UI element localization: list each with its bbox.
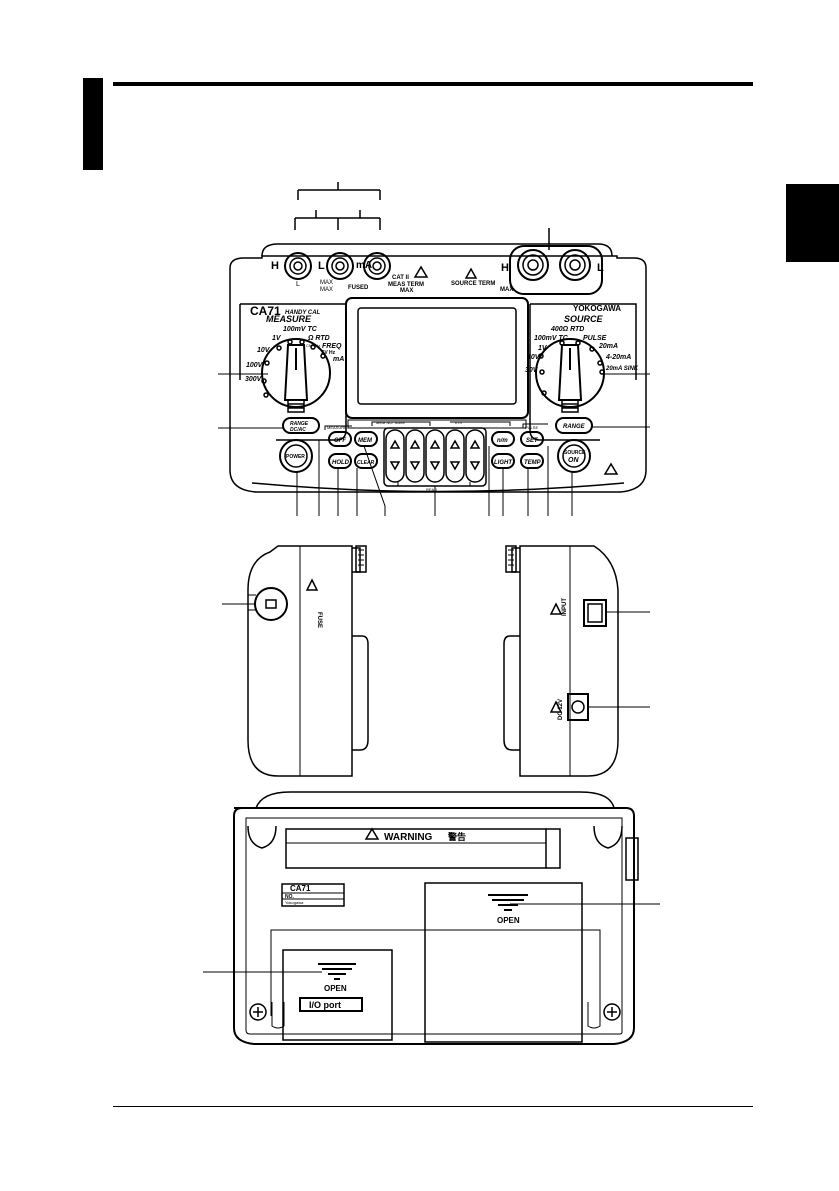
fuse-label: FUSE [316, 612, 322, 628]
source-panel-label: SOURCE [564, 314, 604, 324]
meas-term-label: MEAS TERM [388, 282, 424, 288]
warning-jp-label: 警告 [448, 831, 466, 842]
source-range-20ma-sink: 20mA SINK [605, 366, 639, 372]
jack-ma-label: mA [356, 260, 372, 271]
source-range-4-20ma: 4-20mA [605, 354, 631, 361]
range-left-text: RANGE [290, 421, 309, 427]
jack-l-label: L [318, 260, 325, 272]
temp-text: TEMP [524, 460, 542, 466]
footer-rule [113, 1106, 753, 1107]
measure-range-100v: 100V [246, 362, 264, 369]
source-range-pulse: PULSE [583, 335, 607, 342]
hold-text: HOLD [332, 460, 350, 466]
src-h-label: H [501, 262, 509, 274]
open-bottom-label: OPEN [324, 984, 347, 993]
measure-range-300v: 300V [245, 376, 263, 383]
mem-text: MEM [358, 438, 373, 444]
off-text: OFF [334, 438, 346, 444]
io-port-label: I/O port [309, 1000, 341, 1010]
source-range-20ma: 20mA [598, 343, 618, 350]
max-label-3: MAX [400, 288, 413, 294]
header-rule [113, 82, 753, 86]
dc-label: DC 12V [558, 699, 564, 720]
measure-range-10v: 10V [257, 347, 271, 354]
group-read-label: READ [426, 487, 437, 492]
measure-range-1v: 1V [272, 335, 282, 342]
plate-sub-label: Yokogawa [285, 900, 304, 905]
set-text: SET [526, 438, 539, 444]
fused-label: FUSED [348, 285, 369, 291]
power-text: POWER [286, 454, 305, 460]
nm-text: n/m [497, 438, 508, 444]
measure-panel-label: MEASURE [266, 314, 312, 324]
src-l-label: L [597, 262, 604, 274]
max-label-1: MAX [320, 280, 333, 286]
group-pulse-label: PULSE [525, 425, 538, 430]
jack-h-label: H [271, 260, 279, 272]
range-left-sub-text: DC/AC [290, 427, 306, 433]
input-label: INPUT [562, 598, 568, 616]
source-range-30v: 30V [525, 367, 539, 374]
light-text: LIGHT [494, 460, 513, 466]
measure-range-ma: mA [333, 356, 344, 363]
warning-label: WARNING [384, 832, 433, 843]
brand-label: YOKOGAWA [573, 304, 621, 313]
group-mem-save-label: MEM NO. SAVE [376, 420, 405, 425]
source-on-sub-text: ON [568, 457, 579, 464]
group-nm-label: n m [455, 420, 462, 425]
clear-text: CLEAR [357, 460, 375, 466]
chapter-side-bar [83, 78, 103, 170]
measure-range-100mvtc: 100mV TC [283, 326, 318, 333]
source-range-400rtd: 400Ω RTD [550, 326, 584, 333]
source-term-label: SOURCE TERM [451, 281, 495, 287]
source-on-text: SOURCE [564, 450, 586, 456]
measure-range-rtd: Ω RTD [307, 335, 330, 342]
measure-extra-cnt: CNT/Hz [306, 343, 320, 348]
plate-no-label: NO. [285, 894, 295, 900]
group-measure-label: MEASURE [327, 425, 347, 430]
model-label: CA71 [250, 304, 281, 318]
source-range-10v: 10V [527, 354, 541, 361]
chapter-tab [786, 184, 839, 262]
measure-extra-svhz: SV Hz [321, 350, 336, 356]
model-sub-label: HANDY CAL [285, 310, 321, 316]
max-label-2: MAX [320, 287, 333, 293]
range-right-text: RANGE [563, 424, 586, 430]
measure-range-freq: FREQ [322, 343, 342, 350]
source-range-1v: 1V [538, 345, 548, 352]
cat-label: CAT II [392, 275, 409, 281]
plate-model-label: CA71 [290, 884, 311, 893]
jack-l-small: L [296, 281, 300, 288]
source-range-100mvtc: 100mV TC [534, 335, 569, 342]
max-label-4: MAX [500, 287, 513, 293]
open-top-label: OPEN [497, 916, 520, 925]
